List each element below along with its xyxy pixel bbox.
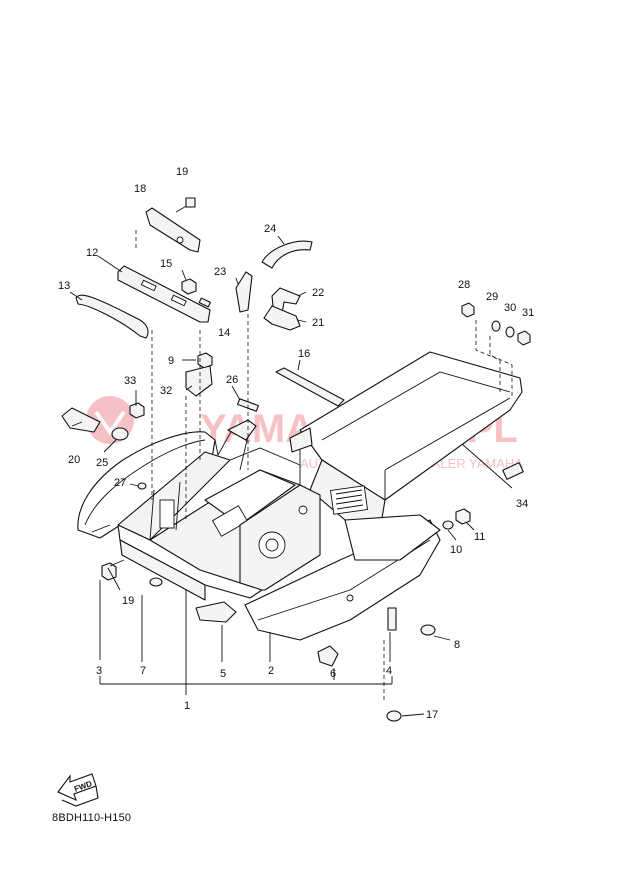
callout-labels: 1 2 3 4 5 6 7 8 9 10 11 12 13 14 15 16 1… (58, 166, 534, 721)
bolt-28 (461, 302, 475, 318)
callout-16: 16 (298, 348, 310, 360)
bar-13 (75, 294, 149, 339)
grille (335, 489, 364, 510)
callout-30: 30 (504, 302, 516, 314)
callout-25: 25 (96, 457, 108, 469)
bolt-19-top (175, 197, 196, 213)
cover-5 (195, 601, 237, 623)
callout-18: 18 (134, 183, 146, 195)
callout-11: 11 (474, 531, 485, 543)
bracket-18 (145, 207, 201, 253)
callout-33: 33 (124, 375, 136, 387)
callout-23: 23 (214, 266, 226, 278)
grip-24 (261, 240, 313, 269)
callout-6: 6 (330, 668, 336, 680)
clip-6 (317, 645, 339, 667)
bolt-33 (129, 402, 145, 419)
rear-frame-assembly (77, 351, 523, 601)
callout-14: 14 (218, 327, 230, 339)
strip-23 (235, 271, 253, 313)
washer-30 (505, 326, 515, 338)
clip-21 (263, 305, 301, 331)
callout-26: 26 (226, 374, 238, 386)
callout-13: 13 (58, 280, 70, 292)
callout-15: 15 (160, 258, 172, 270)
rod-16 (275, 367, 345, 407)
callout-1: 1 (184, 700, 190, 712)
callout-32: 32 (160, 385, 172, 397)
bracket-32 (185, 365, 213, 397)
pad-14 (198, 297, 211, 308)
callout-8: 8 (454, 639, 460, 651)
plug-17 (386, 710, 402, 722)
callout-24: 24 (264, 223, 276, 235)
grommet-25 (111, 427, 129, 441)
nut-31 (517, 330, 531, 346)
cap-20 (61, 407, 101, 433)
fastener-27 (137, 482, 147, 490)
callout-34: 34 (516, 498, 528, 510)
callout-22: 22 (312, 287, 324, 299)
callout-17: 17 (426, 709, 438, 721)
plate-12 (117, 265, 211, 323)
callout-31: 31 (522, 307, 534, 319)
leader-lines (69, 230, 513, 717)
callout-20: 20 (68, 454, 80, 466)
callout-9: 9 (168, 355, 174, 367)
callout-3: 3 (96, 665, 102, 677)
callout-19-lower: 19 (122, 595, 134, 607)
callout-29: 29 (486, 291, 498, 303)
callout-19-top: 19 (176, 166, 188, 178)
nut-15 (181, 278, 197, 295)
callout-28: 28 (458, 279, 470, 291)
callout-5: 5 (220, 668, 226, 680)
label-34 (502, 462, 524, 480)
callout-2: 2 (268, 665, 274, 677)
callout-27: 27 (114, 477, 126, 489)
diagram-code: 8BDH110-H150 (52, 812, 132, 824)
nut-9 (197, 352, 213, 369)
callout-12: 12 (86, 247, 98, 259)
callout-10: 10 (450, 544, 462, 556)
plug-8 (420, 624, 436, 636)
callout-7: 7 (140, 665, 146, 677)
post-4 (387, 607, 397, 631)
washer-10 (442, 520, 454, 530)
side-tray (344, 514, 441, 561)
washer-29 (491, 320, 501, 332)
plug-7 (149, 577, 163, 587)
bolt-11 (455, 508, 471, 525)
callout-4: 4 (386, 665, 392, 677)
fwd-arrow-icon: FWD (57, 773, 99, 807)
callout-21: 21 (312, 317, 324, 329)
